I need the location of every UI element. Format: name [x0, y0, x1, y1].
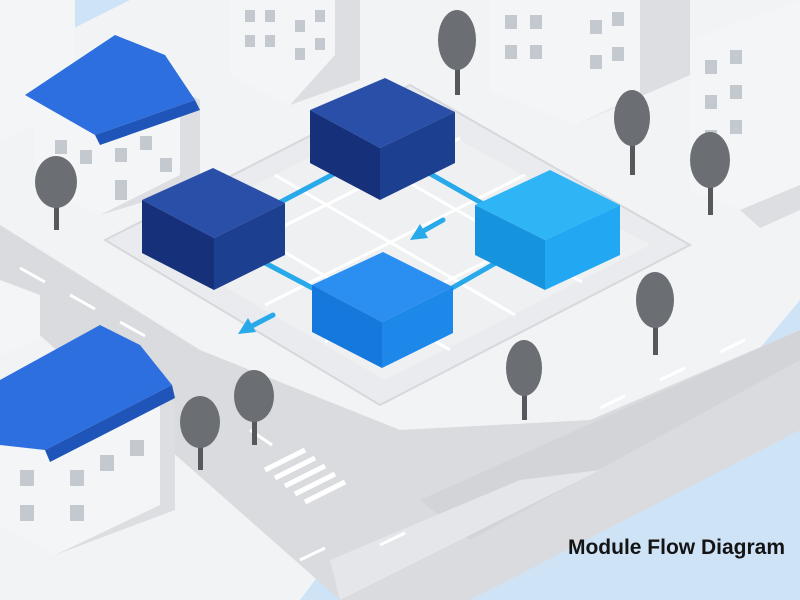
- flow-arrow-center: [410, 217, 446, 240]
- flow-arrow-lower-left: [238, 312, 276, 334]
- building-icon: [690, 0, 800, 228]
- tree-icon: [180, 396, 220, 470]
- arrow-icon: [238, 318, 256, 334]
- tree-icon: [35, 156, 77, 230]
- module-bottom: [312, 252, 453, 368]
- tree-icon: [234, 370, 274, 445]
- diagram-caption: Module Flow Diagram: [567, 536, 785, 559]
- building-icon: [230, 0, 360, 105]
- module-top: [310, 78, 455, 200]
- tree-icon: [690, 132, 730, 215]
- road-main-diagonal: [0, 225, 800, 600]
- tree-icon: [636, 272, 674, 355]
- tree-icon: [438, 10, 476, 95]
- pier: [330, 470, 600, 600]
- module-right: [475, 170, 620, 290]
- road-markings: [19, 266, 746, 562]
- tree-icon: [506, 340, 542, 420]
- module-left: [142, 168, 285, 290]
- building-mid-left: [0, 280, 40, 355]
- crosswalk-icon: [263, 447, 347, 505]
- tree-icon: [614, 90, 650, 175]
- arrow-icon: [410, 224, 428, 240]
- house-icon: [0, 325, 175, 555]
- building-icon: [490, 0, 690, 125]
